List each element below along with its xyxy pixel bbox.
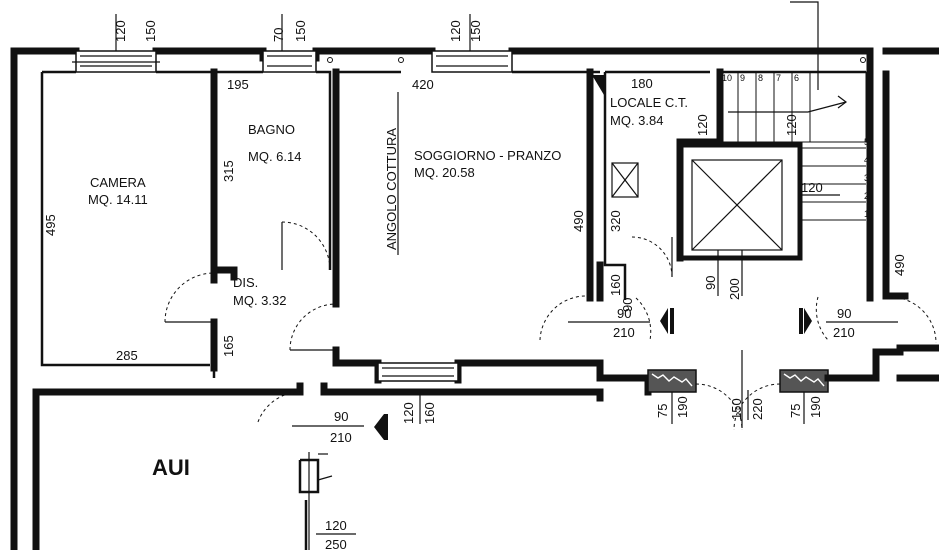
staircase: 120 120 (719, 71, 867, 221)
soggiorno-area: MQ. 20.58 (414, 165, 475, 180)
window-soggiorno (431, 50, 513, 73)
locale-name: LOCALE C.T. (610, 95, 688, 110)
room-camera: CAMERA MQ. 14.11 495 285 (40, 72, 210, 367)
pillar-right-75-label: 75 (788, 404, 803, 418)
camera-area: MQ. 14.11 (88, 192, 148, 207)
elevator-shaft: 90 200 (677, 142, 803, 300)
locale-width-label: 180 (631, 76, 653, 91)
pillar-left-190-label: 190 (675, 396, 690, 418)
soggiorno-height-label: 490 (571, 210, 586, 232)
door-right-bottom-label: 210 (833, 325, 855, 340)
entrance-220-label: 220 (750, 398, 765, 420)
camera-height-label: 495 (43, 214, 58, 236)
window-bagno (262, 50, 317, 73)
elevator-90-label: 90 (703, 276, 718, 290)
pillar-left-75-label: 75 (655, 404, 670, 418)
pillar-right-190-label: 190 (808, 396, 823, 418)
door-right-top-label: 90 (837, 306, 851, 321)
room-locale-ct: 180 LOCALE C.T. MQ. 3.84 120 320 (603, 68, 724, 300)
right-wall-490-label: 490 (892, 254, 907, 276)
camera-window-width-label: 120 (113, 20, 128, 42)
locale-area: MQ. 3.84 (610, 113, 663, 128)
door-left-top-label: 90 (617, 306, 631, 321)
left-small-160-label: 160 (608, 274, 623, 296)
door-aui-top-label: 90 (334, 409, 348, 424)
lower-window-width-label: 120 (401, 402, 416, 424)
room-soggiorno: 420 SOGGIORNO - PRANZO MQ. 20.58 ANGOLO … (332, 77, 604, 384)
room-dis: DIS. MQ. 3.32 165 (164, 272, 337, 357)
door-left-bottom-label: 210 (613, 325, 635, 340)
main-entrance: 150 220 (695, 350, 781, 431)
lower-unit: AUI 90 210 120 160 120 250 (32, 382, 604, 550)
entrance-150-label: 150 (729, 398, 744, 420)
dis-wall-label: 165 (221, 335, 236, 357)
door-aui-bottom-label: 210 (330, 430, 352, 445)
soggiorno-name: SOGGIORNO - PRANZO (414, 148, 561, 163)
stair-step-number: 6 (794, 73, 799, 83)
left-small-90-label: 90 (620, 298, 635, 312)
stair-120-b-label: 120 (801, 180, 823, 195)
right-door-landing: 90 210 (799, 296, 939, 356)
room-bagno: 195 BAGNO MQ. 6.14 315 (210, 70, 332, 281)
stair-120-a-label: 120 (784, 114, 799, 136)
entrance-left-pillar: 75 190 (596, 369, 697, 424)
camera-width-label: 285 (116, 348, 138, 363)
stair-step-number: 7 (776, 73, 781, 83)
entrance-right-pillar: 75 190 (779, 348, 939, 424)
soggiorno-window-height-label: 150 (468, 20, 483, 42)
elevator-200-label: 200 (727, 278, 742, 300)
bagno-name: BAGNO (248, 122, 295, 137)
stair-step-numbers-top: 10 9 8 7 6 (722, 73, 799, 83)
bottom-250-label: 250 (325, 537, 347, 550)
window-camera (72, 50, 160, 73)
lower-window-height-label: 160 (422, 402, 437, 424)
camera-name: CAMERA (90, 175, 146, 190)
bagno-area: MQ. 6.14 (248, 149, 301, 164)
dis-area: MQ. 3.32 (233, 293, 286, 308)
soggiorno-top-label: 420 (412, 77, 434, 92)
camera-window-height-label: 150 (143, 20, 158, 42)
locale-120-label: 120 (695, 114, 710, 136)
stair-step-number: 10 (722, 73, 732, 83)
dis-name: DIS. (233, 275, 258, 290)
cooking-320-label: 320 (608, 210, 623, 232)
bagno-height-label: 315 (221, 160, 236, 182)
bottom-120-label: 120 (325, 518, 347, 533)
stair-step-number: 8 (758, 73, 763, 83)
aui-name: AUI (152, 455, 190, 480)
bagno-window-height-label: 150 (293, 20, 308, 42)
soggiorno-window-width-label: 120 (448, 20, 463, 42)
angolo-cottura-name: ANGOLO COTTURA (384, 128, 399, 250)
left-door-landing: 160 90 90 210 (539, 261, 674, 341)
bagno-width-label: 195 (227, 77, 249, 92)
bagno-window-width-label: 70 (271, 28, 286, 42)
stair-step-number: 9 (740, 73, 745, 83)
